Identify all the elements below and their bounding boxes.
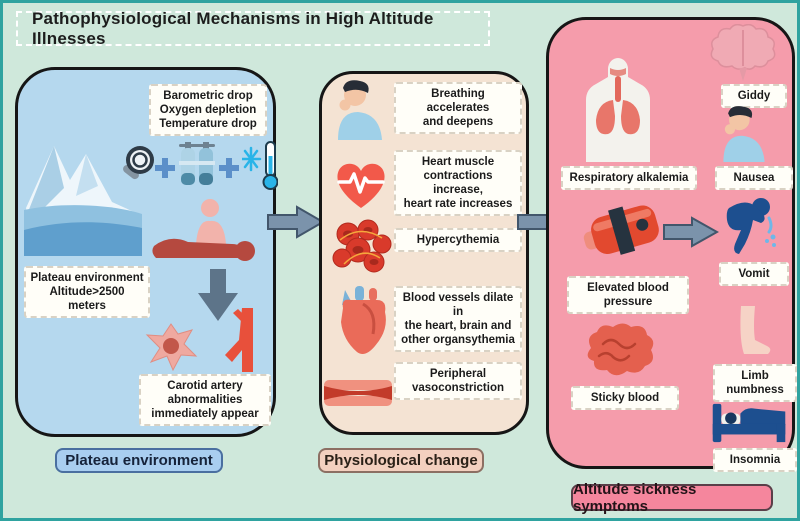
down-arrow-icon: [196, 269, 240, 323]
cpr-person-icon: [148, 198, 258, 266]
blood-pressure-monitor-icon: [583, 196, 665, 264]
blood-vessel-icon: [324, 380, 392, 406]
carotid-box: Carotid artery abnormalities immediately…: [139, 374, 271, 427]
artery-icon: [224, 308, 256, 372]
physiological-panel-label: Physiological change: [318, 448, 484, 473]
symptoms-panel-label: Altitude sickness symptoms: [571, 481, 773, 515]
mechanism-box: Elevated blood pressure: [567, 276, 689, 315]
cold-thermometer-icon: [242, 140, 278, 190]
cell-icon: [144, 318, 198, 374]
red-blood-cells-icon: [330, 218, 392, 276]
mechanism-box: Respiratory alkalemia: [561, 166, 697, 191]
physio-item-box: Breathing accelerates and deepens: [394, 82, 522, 135]
oxygen-tanks-icon: [178, 140, 216, 188]
plateau-panel: Barometric drop Oxygen depletion Tempera…: [15, 67, 278, 437]
physio-item-box: Peripheral vasoconstriction: [394, 362, 522, 401]
right-arrow-icon: [267, 205, 325, 239]
vomiting-person-icon: [717, 194, 779, 256]
plateau-panel-label: Plateau environment: [55, 448, 223, 473]
blood-clot-icon: [583, 320, 657, 378]
plus-icon: [219, 158, 239, 178]
right-arrow-icon: [663, 216, 719, 248]
symptom-box: Insomnia: [713, 448, 797, 473]
plus-icon: [155, 158, 175, 178]
diagram-title-text: Pathophysiological Mechanisms in High Al…: [32, 8, 434, 48]
mountain-icon: [20, 124, 146, 262]
physiological-panel: Breathing accelerates and deepens Heart …: [319, 71, 529, 435]
anatomical-heart-icon: [333, 286, 391, 360]
brain-icon: [707, 24, 779, 82]
physio-item-box: Hypercythemia: [394, 228, 522, 253]
physio-item-box: Blood vessels dilate in the heart, brain…: [394, 286, 522, 353]
symptom-box: Giddy: [721, 84, 787, 109]
causes-box: Barometric drop Oxygen depletion Tempera…: [149, 84, 267, 137]
pressure-gauge-icon: [116, 144, 158, 186]
symptoms-panel: Respiratory alkalemia Elevated blood pre…: [546, 17, 797, 473]
coughing-person-icon: [330, 78, 390, 140]
numb-leg-icon: [725, 304, 771, 360]
diagram-title: Pathophysiological Mechanisms in High Al…: [16, 8, 490, 48]
physio-item-box: Heart muscle contractions increase, hear…: [394, 150, 522, 217]
altitude-box: Plateau environment Altitude>2500 meters: [24, 266, 150, 319]
symptom-box: Nausea: [715, 166, 793, 191]
symptom-box: Vomit: [719, 262, 789, 287]
bed-icon: [709, 402, 789, 444]
nausea-person-icon: [715, 104, 773, 162]
symptom-box: Limb numbness: [713, 364, 797, 403]
heartbeat-icon: [331, 156, 391, 212]
mechanism-box: Sticky blood: [571, 386, 679, 411]
respiratory-system-icon: [582, 58, 654, 162]
